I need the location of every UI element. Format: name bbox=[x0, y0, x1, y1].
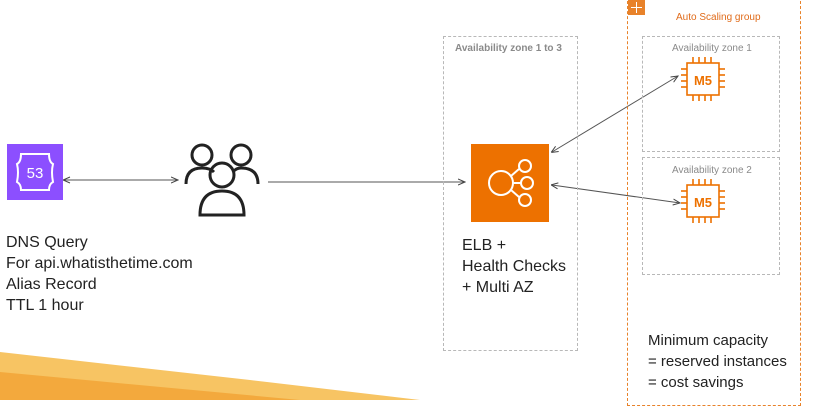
route53-icon: 53 bbox=[7, 144, 63, 200]
dns-line: Alias Record bbox=[6, 276, 97, 293]
asg-note-line: = cost savings bbox=[648, 374, 744, 391]
elb-line: Health Checks bbox=[462, 258, 567, 275]
dns-line: TTL 1 hour bbox=[6, 297, 84, 314]
asg-notes: Minimum capacity = reserved instances = … bbox=[648, 330, 787, 393]
ec2-instance-1-icon: M5 bbox=[681, 57, 725, 101]
users-icon bbox=[184, 143, 260, 217]
ec2-instance-2-icon: M5 bbox=[681, 179, 725, 223]
route53-number: 53 bbox=[27, 165, 44, 182]
elb-availability-zone-box bbox=[443, 36, 578, 351]
asg-note-line: Minimum capacity bbox=[648, 332, 769, 349]
auto-scaling-group-label: Auto Scaling group bbox=[676, 12, 761, 23]
elb-line: ELB + bbox=[462, 237, 507, 254]
instance-2-type: M5 bbox=[694, 195, 712, 210]
elb-line: + Multi AZ bbox=[462, 279, 534, 296]
elb-instance1-arrow bbox=[552, 76, 678, 152]
instance-1-type: M5 bbox=[694, 73, 712, 88]
availability-zone-1-label: Availability zone 1 bbox=[672, 43, 752, 54]
elb-zone-label: Availability zone 1 to 3 bbox=[455, 43, 562, 54]
availability-zone-1-box bbox=[642, 36, 780, 152]
dns-query-description: DNS Query For api.whatisthetime.com Alia… bbox=[6, 232, 193, 316]
availability-zone-2-label: Availability zone 2 bbox=[672, 165, 752, 176]
auto-scaling-group-icon bbox=[628, 0, 645, 15]
elb-icon bbox=[471, 144, 549, 222]
availability-zone-2-box bbox=[642, 157, 780, 275]
asg-note-line: = reserved instances bbox=[648, 353, 787, 370]
dns-line: DNS Query bbox=[6, 234, 88, 251]
elb-description: ELB + Health Checks + Multi AZ bbox=[462, 235, 566, 298]
dns-line: For api.whatisthetime.com bbox=[6, 255, 193, 272]
elb-instance2-arrow bbox=[552, 185, 680, 203]
